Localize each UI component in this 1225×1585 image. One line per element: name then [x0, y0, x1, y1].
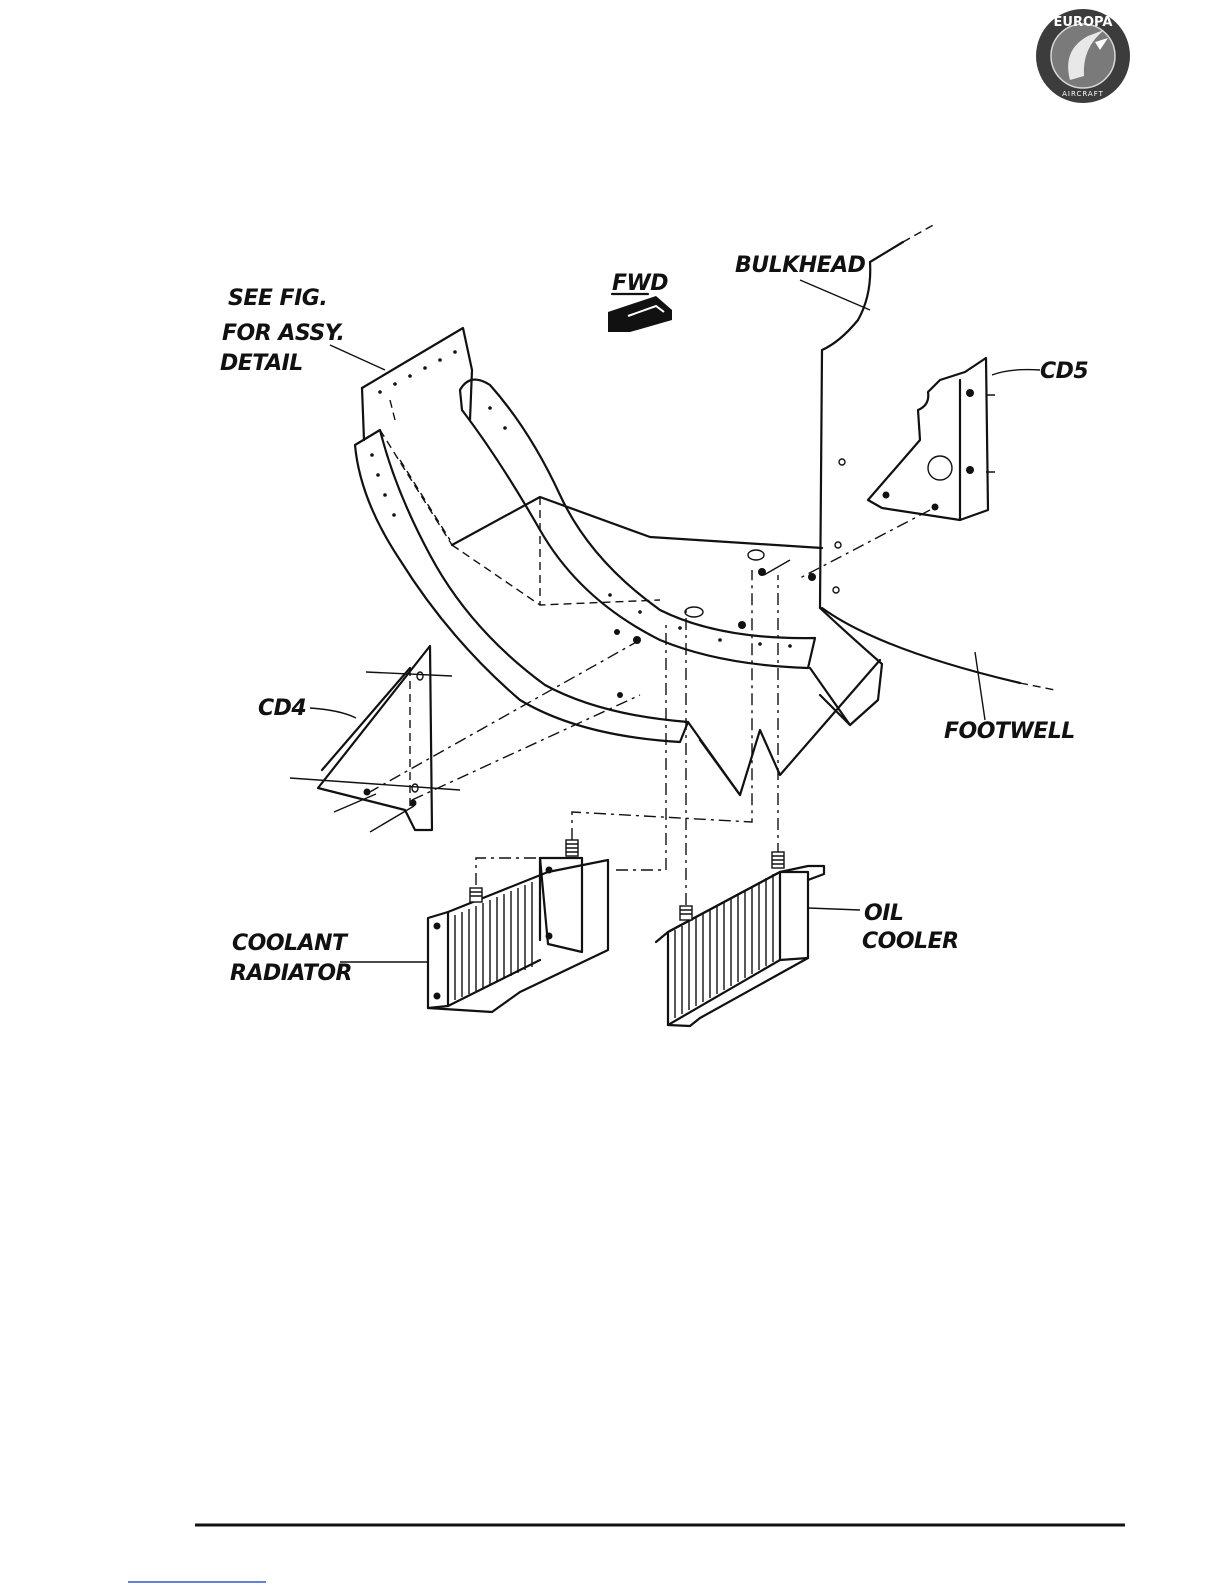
cooler-label: COOLER — [862, 929, 959, 954]
fwd-arrow — [608, 294, 672, 332]
leader-lines — [330, 280, 985, 720]
cd4-bracket — [290, 640, 640, 832]
detail-label: DETAIL — [220, 351, 303, 376]
footwell-label: FOOTWELL — [944, 719, 1075, 744]
footwell-panel — [822, 608, 1055, 690]
floor-duct — [355, 328, 880, 795]
oil-cooler-fins — [675, 874, 773, 1018]
for-assy-label-text: FOR ASSY. — [222, 321, 344, 346]
oil-label: OIL — [864, 901, 903, 926]
coolant-label: COOLANT — [232, 931, 349, 956]
fwd-label: FWD — [612, 271, 668, 296]
bulkhead-panel — [820, 224, 935, 725]
see-fig-label: SEE FIG. — [228, 286, 327, 311]
coolant-radiator — [340, 840, 608, 1012]
radiator-label: RADIATOR — [230, 961, 352, 986]
logo-brand-text: EUROPA — [1054, 15, 1113, 30]
cd5-label: CD5 — [1040, 359, 1088, 384]
logo-sub-text: AIRCRAFT — [1062, 90, 1104, 98]
cd4-label: CD4 — [258, 696, 306, 721]
bulkhead-label: BULKHEAD — [735, 253, 866, 278]
europa-aircraft-logo: EUROPA AIRCRAFT — [1036, 9, 1130, 103]
